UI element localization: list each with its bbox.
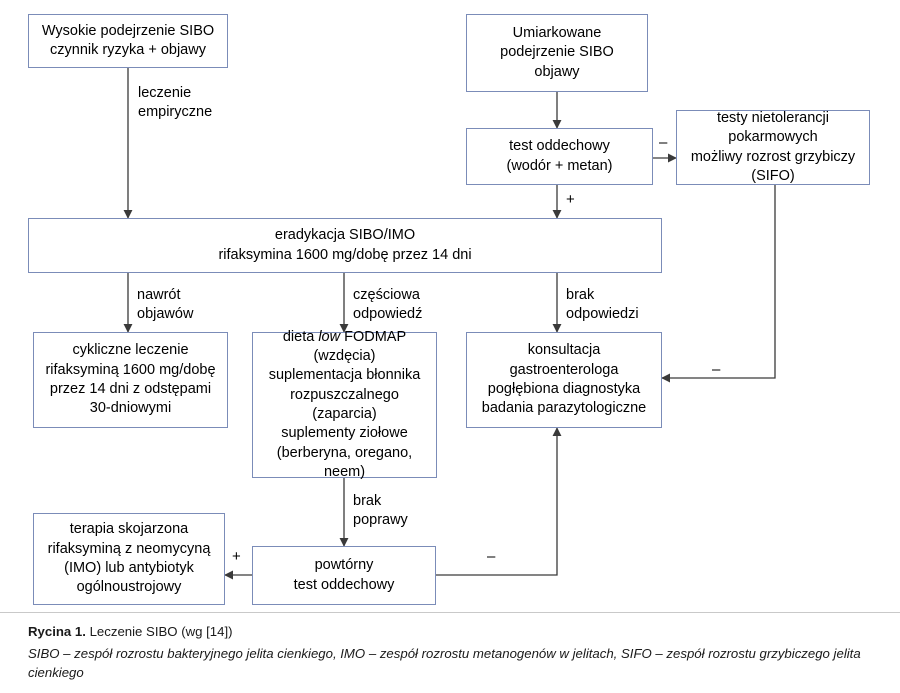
sign-repeat-negative: – <box>487 548 496 565</box>
node-breath-test[interactable]: test oddechowy (wodór + metan) <box>466 128 653 185</box>
edge-label-relapse: nawrót objawów <box>137 287 194 322</box>
node-line: rozpuszczalnego (zaparcia) <box>290 386 399 422</box>
node-eradication[interactable]: eradykacja SIBO/IMO rifaksymina 1600 mg/… <box>28 218 662 273</box>
caption-title: Rycina 1. <box>28 624 86 639</box>
node-repeat-breath-test[interactable]: powtórny test oddechowy <box>252 546 436 605</box>
node-line: Wysokie podejrzenie SIBO <box>41 22 215 39</box>
edge-sifo-to-consult <box>661 185 776 383</box>
node-line-fodmap: dieta low FODMAP <box>282 328 407 345</box>
flowchart-figure: Wysokie podejrzenie SIBO czynnik ryzyka … <box>28 14 870 605</box>
node-line: testy nietolerancji <box>716 109 829 126</box>
caption-divider <box>0 612 900 613</box>
node-cyclic-treatment[interactable]: cykliczne leczenie rifaksyminą 1600 mg/d… <box>33 332 228 428</box>
node-line: rifaksyminą 1600 mg/dobę <box>45 361 216 378</box>
node-line: neem) <box>323 463 366 480</box>
edge-label-empirical: leczenie empiryczne <box>138 85 213 120</box>
node-line: cykliczne leczenie <box>72 342 189 359</box>
sign-breath-negative: – <box>659 134 668 151</box>
node-line: rifaksyminą z neomycyną <box>47 540 211 557</box>
node-combined-therapy[interactable]: terapia skojarzona rifaksyminą z neomycy… <box>33 513 225 605</box>
node-line: powtórny <box>314 557 374 574</box>
node-moderate-suspicion[interactable]: Umiarkowane podejrzenie SIBO objawy <box>466 14 648 92</box>
node-line: (IMO) lub antybiotyk <box>64 560 194 576</box>
connector-layer <box>123 68 776 580</box>
caption-legend: SIBO – zespół rozrostu bakteryjnego jeli… <box>28 646 861 681</box>
node-line: 30-dniowymi <box>89 400 172 417</box>
edge-label-partial: częściowa odpowiedź <box>353 287 423 322</box>
node-line: (wzdęcia) <box>313 348 376 365</box>
node-line: możliwy rozrost grzybiczy <box>690 148 856 165</box>
node-line: (berberyna, oregano, <box>276 444 413 461</box>
node-line: gastroenterologa <box>509 361 619 378</box>
sign-repeat-positive: + <box>232 548 241 565</box>
caption-main-line: Rycina 1. Leczenie SIBO (wg [14]) <box>28 622 878 641</box>
node-intolerance-tests[interactable]: testy nietolerancji pokarmowych możliwy … <box>676 110 870 185</box>
node-line: terapia skojarzona <box>69 521 189 538</box>
node-gastro-consult[interactable]: konsultacja gastroenterologa pogłębiona … <box>466 332 662 428</box>
edge-label-no-response: brak odpowiedzi <box>566 287 639 322</box>
node-line: objawy <box>534 63 580 80</box>
node-line: (wodór + metan) <box>506 157 613 174</box>
node-line: czynnik ryzyka + objawy <box>50 42 206 58</box>
sign-breath-positive: + <box>566 191 575 208</box>
node-line: przez 14 dni z odstępami <box>49 381 212 397</box>
node-line: (SIFO) <box>751 167 795 184</box>
node-line: Umiarkowane <box>512 25 602 42</box>
node-line: suplementy ziołowe <box>281 425 408 442</box>
edge-repeat-to-consult <box>436 427 562 576</box>
node-line: pogłębiona diagnostyka <box>487 381 641 397</box>
node-line: test oddechowy <box>293 576 395 593</box>
node-line: rifaksymina 1600 mg/dobę przez 14 dni <box>218 246 472 263</box>
node-line: ogólnoustrojowy <box>76 579 182 596</box>
edge-label-no-improvement: brak poprawy <box>353 493 408 528</box>
node-diet-fodmap[interactable]: dieta low FODMAP (wzdęcia) suplementacja… <box>252 329 437 480</box>
node-line: badania parazytologiczne <box>481 400 647 417</box>
caption-subtitle: Leczenie SIBO (wg [14]) <box>85 624 233 639</box>
sign-sifo-negative: – <box>712 361 721 378</box>
node-line: suplementacja błonnika <box>268 367 421 384</box>
node-high-suspicion[interactable]: Wysokie podejrzenie SIBO czynnik ryzyka … <box>28 14 228 68</box>
node-line: podejrzenie SIBO <box>500 44 614 61</box>
node-line: konsultacja <box>527 342 601 359</box>
figure-caption: Rycina 1. Leczenie SIBO (wg [14]) SIBO –… <box>28 622 878 682</box>
node-line: test oddechowy <box>509 138 610 155</box>
node-line: pokarmowych <box>728 129 818 146</box>
node-line: eradykacja SIBO/IMO <box>274 227 416 244</box>
